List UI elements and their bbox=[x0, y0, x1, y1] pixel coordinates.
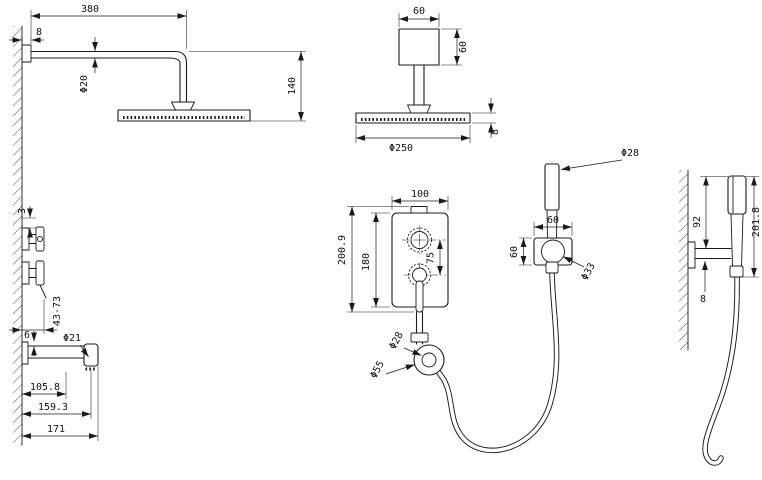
holder-side-view bbox=[679, 169, 747, 466]
handshower-view bbox=[533, 163, 573, 274]
dim-head-thk: 8 bbox=[490, 129, 501, 135]
dim-flange-dia: Φ55 bbox=[369, 359, 387, 380]
dim-trim-gap: 3 bbox=[17, 208, 28, 214]
tub-spout-side bbox=[21, 341, 99, 371]
leader-outlet-dia bbox=[403, 347, 422, 356]
hose-right-outer bbox=[702, 274, 740, 466]
dim-wand-len: 201.8 bbox=[751, 207, 762, 237]
spout-escutcheon bbox=[21, 341, 29, 365]
dim-plate-w: 60 bbox=[413, 6, 425, 17]
mixer-lever bbox=[415, 280, 424, 313]
dim-proj-c: 171 bbox=[47, 424, 65, 435]
dim-plate-h: 60 bbox=[458, 41, 469, 53]
wall-hatch-left bbox=[13, 26, 22, 445]
wand-head-front bbox=[544, 163, 560, 211]
spout-aerator bbox=[83, 343, 99, 367]
dim-bracket-thk: 8 bbox=[700, 294, 706, 305]
diverter-cross bbox=[413, 234, 426, 246]
dim-valve-depth: 43-73 bbox=[52, 296, 63, 326]
ceiling-plate-front bbox=[398, 28, 440, 66]
knob-top bbox=[35, 226, 45, 252]
holder-arm bbox=[694, 248, 732, 259]
dim-collar-dia: Φ33 bbox=[580, 261, 598, 282]
dim-spout-clear: 6 bbox=[24, 330, 30, 341]
outlet-port bbox=[421, 352, 437, 368]
arm-wall-plate bbox=[21, 44, 32, 63]
dims-front-view: 60 60 Φ250 8 bbox=[355, 6, 501, 154]
dims-handshower: Φ28 60 60 Φ33 bbox=[509, 148, 639, 282]
dims-side-view: 380 8 Φ20 140 3 43-73 6 Φ21 105.8 159.3 … bbox=[9, 4, 306, 441]
dim-holder-drop: 92 bbox=[692, 216, 703, 228]
spout-body bbox=[27, 345, 85, 359]
outlet-view bbox=[410, 270, 560, 454]
dim-handle-spacing: 75 bbox=[426, 252, 437, 264]
leader-flange-dia bbox=[385, 364, 415, 375]
trim-plate-top bbox=[21, 227, 30, 251]
front-view bbox=[355, 28, 471, 124]
drop-pipe-front bbox=[413, 64, 425, 106]
dim-drop: 140 bbox=[287, 77, 298, 95]
dims-right-view: 92 201.8 8 bbox=[692, 176, 762, 305]
hose-right-inner bbox=[703, 275, 739, 465]
diverter-knob-knurl bbox=[407, 227, 432, 253]
dim-arm-length: 380 bbox=[81, 4, 99, 15]
wall-hatch-right bbox=[679, 170, 688, 350]
holder-wall-plate bbox=[687, 241, 696, 269]
dim-aerator-dia: Φ21 bbox=[63, 333, 81, 344]
shower-arm bbox=[30, 50, 188, 103]
wand-hose-nut-side bbox=[729, 265, 744, 278]
dim-mixer-h-total: 200.9 bbox=[337, 235, 348, 265]
wand-handle-side bbox=[730, 213, 744, 267]
lever-side bbox=[39, 284, 47, 299]
leader-aerator bbox=[79, 344, 89, 358]
mixer-top-cap bbox=[410, 206, 428, 214]
mixer-view bbox=[391, 206, 449, 313]
dim-proj-a: 105.8 bbox=[30, 382, 60, 393]
extension-lines-side bbox=[22, 10, 306, 441]
wand-holder-front bbox=[533, 237, 573, 266]
hose-front-inner bbox=[436, 271, 559, 453]
rain-head-front bbox=[355, 112, 471, 124]
leader-collar-dia bbox=[562, 256, 585, 268]
outlet-nut bbox=[410, 332, 429, 343]
dim-plate-thk: 8 bbox=[36, 27, 42, 38]
trim-plate-bottom bbox=[21, 261, 30, 285]
valve-trims-side bbox=[21, 226, 47, 299]
dim-proj-b: 159.3 bbox=[38, 402, 68, 413]
dim-pipe-dia: Φ20 bbox=[79, 75, 90, 93]
knob-bottom bbox=[35, 260, 45, 286]
head-flange-side bbox=[171, 101, 195, 111]
leader-wand-dia bbox=[560, 159, 623, 171]
dim-holder-h: 60 bbox=[509, 246, 520, 258]
dim-holder-w: 60 bbox=[547, 215, 559, 226]
dim-mixer-h-body: 180 bbox=[361, 253, 372, 271]
dim-outlet-dia: Φ28 bbox=[388, 330, 406, 351]
side-view bbox=[13, 25, 251, 446]
wand-head-side bbox=[727, 175, 747, 215]
rain-head-side bbox=[117, 109, 251, 122]
temp-knob bbox=[412, 267, 427, 283]
dim-head-dia: Φ250 bbox=[389, 143, 413, 154]
dim-wand-dia: Φ28 bbox=[621, 148, 639, 159]
head-flange-front bbox=[407, 104, 431, 114]
dim-mixer-w: 100 bbox=[411, 189, 429, 200]
knob-hub-top bbox=[36, 235, 44, 243]
trim-stem-bottom bbox=[28, 268, 37, 278]
wand-hose-nut bbox=[545, 261, 559, 274]
